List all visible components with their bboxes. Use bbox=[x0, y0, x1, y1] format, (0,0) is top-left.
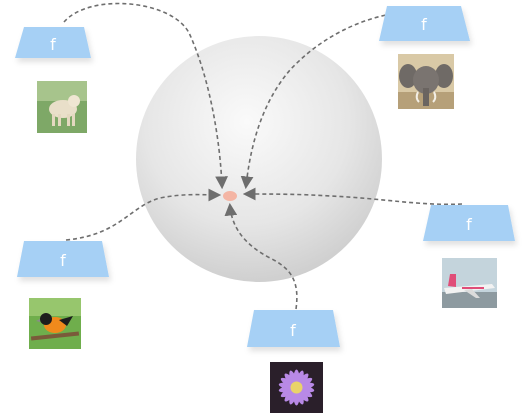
arrow-flower bbox=[224, 202, 298, 310]
encoder-airplane: f bbox=[423, 205, 515, 241]
encoder-label: f bbox=[421, 15, 427, 34]
flower-photo-icon bbox=[270, 362, 323, 413]
encoder-label: f bbox=[60, 251, 66, 270]
encoder-flower: f bbox=[247, 310, 340, 347]
encoder-label: f bbox=[50, 35, 56, 54]
airplane-photo-icon bbox=[442, 258, 497, 308]
arrow-bird bbox=[65, 188, 222, 241]
bird-photo-icon bbox=[29, 298, 81, 349]
arrow-dog bbox=[63, 2, 228, 190]
dog-photo-icon bbox=[37, 81, 87, 133]
encoder-elephant: f bbox=[379, 6, 470, 41]
encoder-label: f bbox=[290, 321, 296, 340]
elephant-photo-icon bbox=[398, 54, 454, 109]
arrow-airplane bbox=[242, 187, 463, 206]
encoder-bird: f bbox=[17, 241, 109, 277]
embedding-sphere bbox=[136, 36, 382, 282]
encoder-label: f bbox=[466, 215, 472, 234]
embedding-point bbox=[223, 191, 237, 201]
encoder-dog: f bbox=[15, 27, 91, 58]
